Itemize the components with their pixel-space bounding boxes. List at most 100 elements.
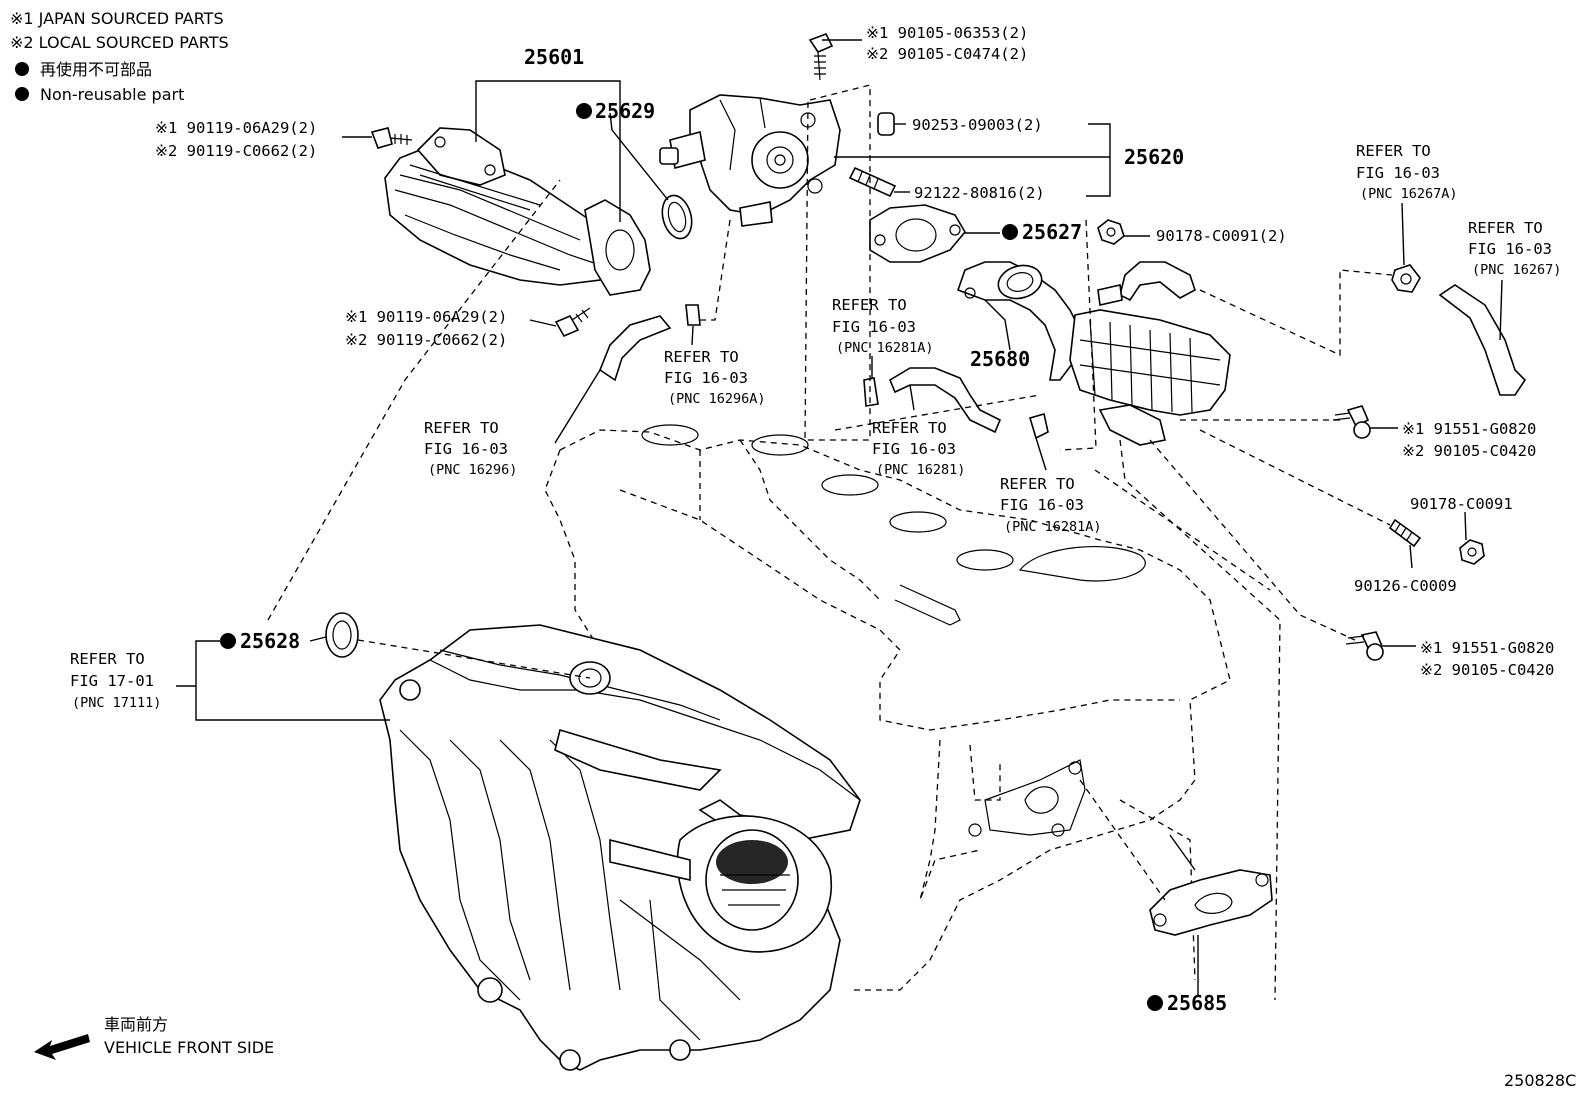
egr-cooler-right [1069,261,1231,446]
label-top-bolt-2: ※2 90105-C0474(2) [866,45,1028,63]
svg-text:REFER TO: REFER TO [1468,219,1543,237]
label-90126: 90126-C0009 [1354,577,1457,595]
refer-16281: REFER TO FIG 16-03 (PNC 16281) [872,419,965,478]
label-25685: 25685 [1167,991,1227,1015]
egr-valve-25620 [659,94,841,227]
legend-nonreusable-en: Non-reusable part [40,85,184,104]
egr-cooler-25601 [384,127,651,296]
svg-text:FIG 16-03: FIG 16-03 [832,318,916,336]
svg-text:REFER TO: REFER TO [872,419,947,437]
svg-text:FIG 16-03: FIG 16-03 [1468,240,1552,258]
gasket-25627 [869,204,966,263]
front-label-jp: 車両前方 [104,1015,168,1034]
label-bolt-lower-2: ※2 90119-C0662(2) [345,331,507,349]
nut-90178-single [1459,539,1485,565]
stud-90253 [877,112,895,136]
label-25628: 25628 [240,629,300,653]
svg-text:FIG 16-03: FIG 16-03 [664,369,748,387]
vehicle-front-indicator: 車両前方 VEHICLE FRONT SIDE [34,1015,274,1060]
part-labels: 25601 25629 ※1 90119-06A29(2) ※2 90119-C… [155,24,1554,1015]
refer-16296: REFER TO FIG 16-03 (PNC 16296) [424,419,517,478]
label-90178: 90178-C0091 [1410,495,1513,513]
clamp-16296a [685,304,701,326]
clamp-16267a [1391,264,1421,293]
label-bolt-upper-1: ※1 90119-06A29(2) [155,119,317,137]
hose-16296 [599,315,672,382]
stud-90126 [1388,518,1422,548]
label-90178-2: 90178-C0091(2) [1156,227,1287,245]
egr-pipe-25680 [956,261,1081,381]
front-label-en: VEHICLE FRONT SIDE [104,1038,274,1057]
label-bolt-r1-1: ※1 91551-G0820 [1402,420,1536,438]
svg-text:FIG 16-03: FIG 16-03 [872,440,956,458]
refer-16267: REFER TO FIG 16-03 (PNC 16267) [1468,219,1561,278]
clamp-16281a-left [863,377,879,407]
figure-id: 250828C [1504,1071,1576,1090]
intake-manifold [379,624,861,1071]
label-top-bolt-1: ※1 90105-06353(2) [866,24,1028,42]
throttle-mesh-icon [716,840,788,884]
svg-text:FIG 17-01: FIG 17-01 [70,672,154,690]
label-25680: 25680 [970,347,1030,371]
nonreusable-dot-icon [1002,224,1018,240]
label-25620: 25620 [1124,145,1184,169]
svg-text:REFER TO: REFER TO [832,296,907,314]
legend-note-local: ※2 LOCAL SOURCED PARTS [10,33,229,52]
svg-text:(PNC 16281): (PNC 16281) [876,462,965,478]
bolt-90119-upper [370,127,413,149]
svg-text:(PNC 16281A): (PNC 16281A) [836,340,934,356]
gasket-25629 [661,194,693,240]
refer-16296a: REFER TO FIG 16-03 (PNC 16296A) [664,348,766,407]
label-bolt-r1-2: ※2 90105-C0420 [1402,442,1536,460]
svg-text:(PNC 16267): (PNC 16267) [1472,262,1561,278]
bolt-90105-06353 [808,32,834,81]
label-bolt-upper-2: ※2 90119-C0662(2) [155,142,317,160]
leader-lines [176,39,1503,995]
svg-text:REFER TO: REFER TO [70,650,145,668]
svg-text:(PNC 16267A): (PNC 16267A) [1360,186,1458,202]
svg-text:(PNC 17111): (PNC 17111) [72,695,161,711]
svg-text:FIG 16-03: FIG 16-03 [1000,496,1084,514]
legend-note-japan: ※1 JAPAN SOURCED PARTS [10,9,224,28]
hose-16267 [1438,284,1527,396]
svg-text:REFER TO: REFER TO [664,348,739,366]
refer-16267a: REFER TO FIG 16-03 (PNC 16267A) [1356,142,1458,202]
label-25601: 25601 [524,45,584,69]
nonreusable-dot-icon [576,103,592,119]
legend: ※1 JAPAN SOURCED PARTS ※2 LOCAL SOURCED … [10,9,229,104]
label-bolt-lower-1: ※1 90119-06A29(2) [345,308,507,326]
arrow-front-icon [34,1034,90,1060]
nonreusable-dot-icon [1147,995,1163,1011]
svg-text:(PNC 16296A): (PNC 16296A) [668,391,766,407]
label-25627: 25627 [1022,220,1082,244]
svg-text:REFER TO: REFER TO [1000,475,1075,493]
svg-text:FIG 16-03: FIG 16-03 [1356,164,1440,182]
engine-block-outline [544,424,1231,991]
stud-92122 [848,166,897,198]
bolt-91551-upper [1332,405,1371,439]
refer-labels: REFER TO FIG 16-03 (PNC 16296A) REFER TO… [70,142,1561,711]
nonreusable-dot-icon [220,633,236,649]
bolt-91551-lower [1345,631,1384,661]
svg-text:FIG 16-03: FIG 16-03 [424,440,508,458]
svg-text:(PNC 16281A): (PNC 16281A) [1004,519,1102,535]
svg-text:REFER TO: REFER TO [1356,142,1431,160]
label-90253: 90253-09003(2) [912,116,1043,134]
refer-16281a-left: REFER TO FIG 16-03 (PNC 16281A) [832,296,934,356]
label-92122: 92122-80816(2) [914,184,1045,202]
refer-16281a-right: REFER TO FIG 16-03 (PNC 16281A) [1000,475,1102,535]
refer-17111: REFER TO FIG 17-01 (PNC 17111) [70,650,161,711]
nonreusable-dot-icon [15,87,29,101]
svg-text:(PNC 16296): (PNC 16296) [428,462,517,478]
label-25629: 25629 [595,99,655,123]
label-bolt-r2-2: ※2 90105-C0420 [1420,661,1554,679]
gasket-25628 [325,612,359,658]
nut-90178-2 [1097,219,1125,245]
legend-nonreusable-jp: 再使用不可部品 [40,60,152,79]
svg-text:REFER TO: REFER TO [424,419,499,437]
label-bolt-r2-1: ※1 91551-G0820 [1420,639,1554,657]
hose-16281 [888,367,1002,434]
bolt-90119-lower [554,307,591,338]
gasket-25685 [1149,869,1273,936]
